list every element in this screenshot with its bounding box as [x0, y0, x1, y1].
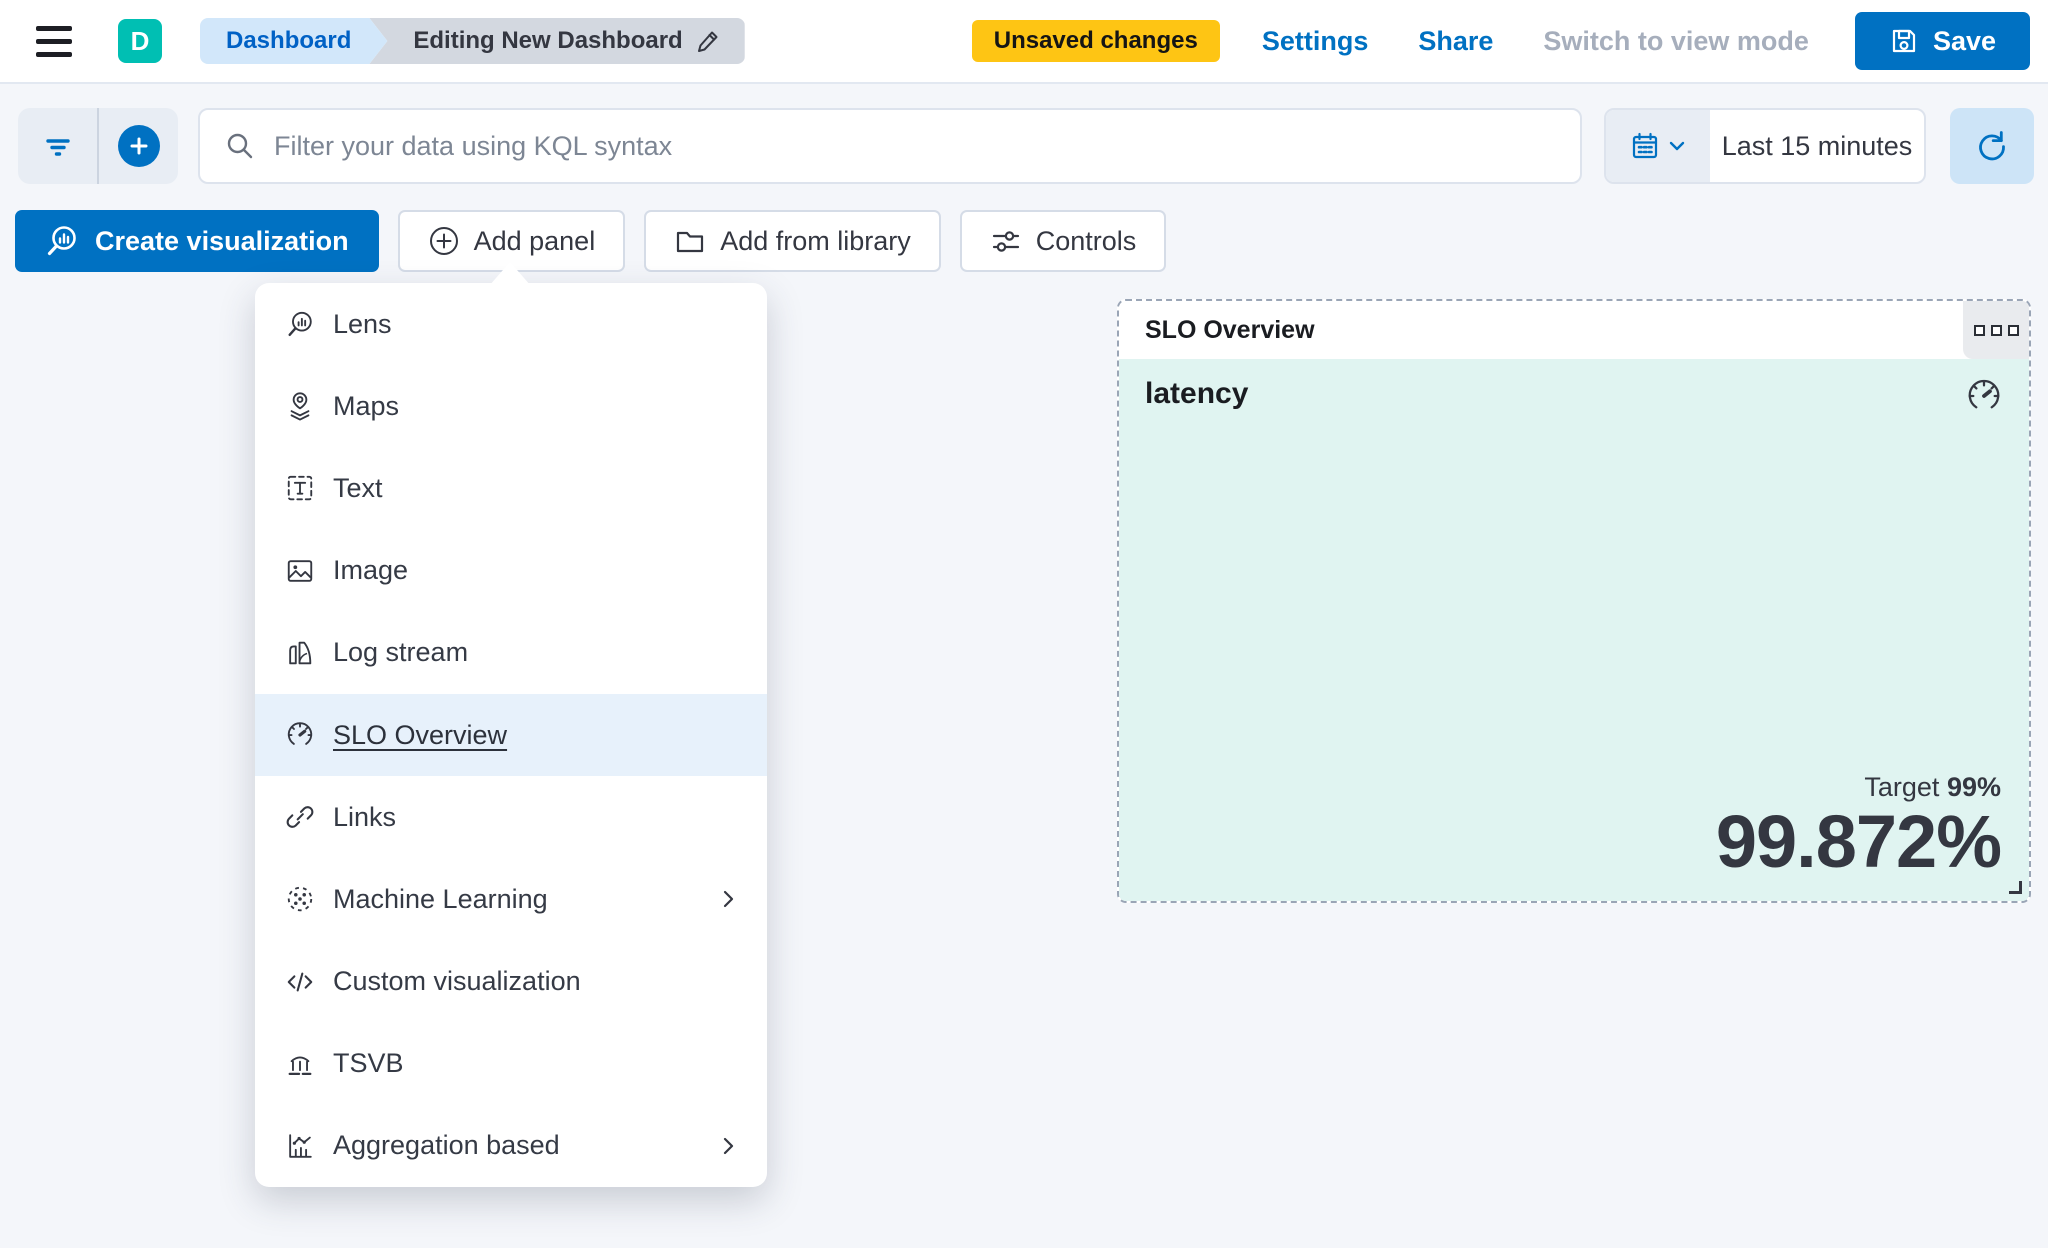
menu-item-image[interactable]: Image	[255, 530, 767, 612]
add-from-library-label: Add from library	[720, 225, 911, 256]
chevron-down-icon	[1668, 137, 1686, 155]
menu-item-label: Log stream	[333, 637, 469, 668]
date-quick-select-button[interactable]	[1606, 110, 1710, 182]
slo-panel-body: latency Target 99% 99.872%	[1119, 359, 2029, 901]
lens-icon	[45, 223, 81, 259]
filter-icon	[42, 130, 74, 162]
boxes-horizontal-icon	[1973, 324, 1985, 336]
add-filter-button[interactable]	[99, 108, 178, 184]
date-picker: Last 15 minutes	[1604, 108, 1926, 184]
time-range-value[interactable]: Last 15 minutes	[1721, 130, 1913, 161]
panel-header: SLO Overview	[1119, 301, 2029, 359]
menu-item-lens[interactable]: Lens	[255, 283, 767, 365]
menu-item-machine-learning[interactable]: Machine Learning	[255, 858, 767, 940]
query-bar: Last 15 minutes	[0, 84, 2048, 184]
edit-pencil-icon	[695, 28, 721, 54]
menu-item-label: TSVB	[333, 1048, 404, 1079]
filter-menu-button[interactable]	[18, 108, 97, 184]
menu-item-label: Links	[333, 801, 397, 832]
filter-button-group	[18, 108, 178, 184]
breadcrumb: Dashboard Editing New Dashboard	[200, 18, 745, 64]
settings-link[interactable]: Settings	[1261, 25, 1369, 56]
text-icon	[285, 473, 315, 503]
save-button[interactable]: Save	[1854, 12, 2030, 70]
code-icon	[285, 967, 315, 997]
slo-metric-values: Target 99% 99.872%	[1715, 772, 2002, 884]
menu-item-label: Aggregation based	[333, 1130, 560, 1161]
panel-options-button[interactable]	[1963, 301, 2029, 359]
menu-item-label: Text	[333, 472, 383, 503]
breadcrumb-current-label: Editing New Dashboard	[413, 27, 683, 54]
add-from-library-button[interactable]: Add from library	[644, 210, 941, 272]
menu-item-label: Custom visualization	[333, 966, 581, 997]
add-panel-menu: Lens Maps Text Image	[255, 283, 767, 1187]
menu-item-label: Lens	[333, 308, 392, 339]
menu-item-tsvb[interactable]: TSVB	[255, 1023, 767, 1105]
controls-button[interactable]: Controls	[959, 210, 1167, 272]
panel-resize-handle[interactable]	[2009, 881, 2022, 894]
chevron-right-icon	[717, 888, 739, 910]
sliders-icon	[990, 225, 1022, 257]
plus-in-circle-icon	[428, 225, 460, 257]
tsvb-icon	[285, 1049, 315, 1079]
slo-overview-panel[interactable]: SLO Overview latency Target 99% 99.872%	[1117, 299, 2031, 903]
top-header: D Dashboard Editing New Dashboard Unsave…	[0, 0, 2048, 84]
menu-item-label: SLO Overview	[333, 719, 508, 750]
menu-item-label: Image	[333, 555, 409, 586]
folder-icon	[674, 225, 706, 257]
plus-circle-icon	[117, 125, 160, 167]
search-input[interactable]	[274, 110, 1570, 182]
menu-item-text[interactable]: Text	[255, 447, 767, 529]
image-icon	[285, 556, 315, 586]
lens-icon	[285, 309, 315, 339]
add-panel-button[interactable]: Add panel	[397, 210, 626, 272]
refresh-icon	[1974, 128, 2010, 164]
hamburger-menu-icon[interactable]	[36, 25, 72, 57]
maps-icon	[285, 391, 315, 421]
slo-target-value: 99%	[1946, 772, 2001, 803]
share-link[interactable]: Share	[1418, 25, 1494, 56]
chevron-right-icon	[717, 1135, 739, 1157]
breadcrumb-dashboard[interactable]: Dashboard	[200, 18, 387, 64]
space-avatar[interactable]: D	[118, 19, 162, 63]
breadcrumb-current-page[interactable]: Editing New Dashboard	[369, 18, 745, 64]
link-icon	[285, 802, 315, 832]
panel-title: SLO Overview	[1145, 315, 1315, 344]
refresh-button[interactable]	[1950, 108, 2034, 184]
menu-item-log-stream[interactable]: Log stream	[255, 612, 767, 694]
slo-value: 99.872%	[1715, 800, 2002, 884]
calendar-icon	[1630, 131, 1660, 161]
save-disk-icon	[1889, 26, 1919, 56]
menu-item-slo-overview[interactable]: SLO Overview	[255, 693, 767, 777]
menu-item-links[interactable]: Links	[255, 776, 767, 858]
slo-target-label: Target	[1864, 772, 1940, 803]
dashboard-toolbar: Create visualization Add panel Add from …	[0, 184, 2048, 272]
add-panel-label: Add panel	[473, 225, 596, 256]
menu-caret	[489, 262, 531, 286]
menu-item-maps[interactable]: Maps	[255, 365, 767, 447]
menu-item-custom-visualization[interactable]: Custom visualization	[255, 941, 767, 1023]
aggregation-icon	[285, 1131, 315, 1161]
save-button-label: Save	[1932, 25, 1996, 56]
machine-learning-icon	[285, 884, 315, 914]
gauge-icon	[1965, 377, 2003, 415]
menu-item-label: Maps	[333, 390, 400, 421]
header-actions: Unsaved changes Settings Share Switch to…	[971, 12, 2030, 70]
slo-metric-name: latency	[1145, 377, 1249, 410]
log-stream-icon	[285, 638, 315, 668]
search-icon	[224, 130, 256, 162]
gauge-icon	[285, 720, 315, 750]
kql-search-box[interactable]	[198, 108, 1582, 184]
switch-to-view-mode-link[interactable]: Switch to view mode	[1543, 25, 1809, 56]
unsaved-changes-badge: Unsaved changes	[971, 20, 1220, 62]
menu-item-label: Machine Learning	[333, 883, 548, 914]
create-visualization-label: Create visualization	[95, 225, 349, 256]
create-visualization-button[interactable]: Create visualization	[15, 210, 379, 272]
controls-label: Controls	[1035, 225, 1137, 256]
menu-item-aggregation-based[interactable]: Aggregation based	[255, 1105, 767, 1187]
